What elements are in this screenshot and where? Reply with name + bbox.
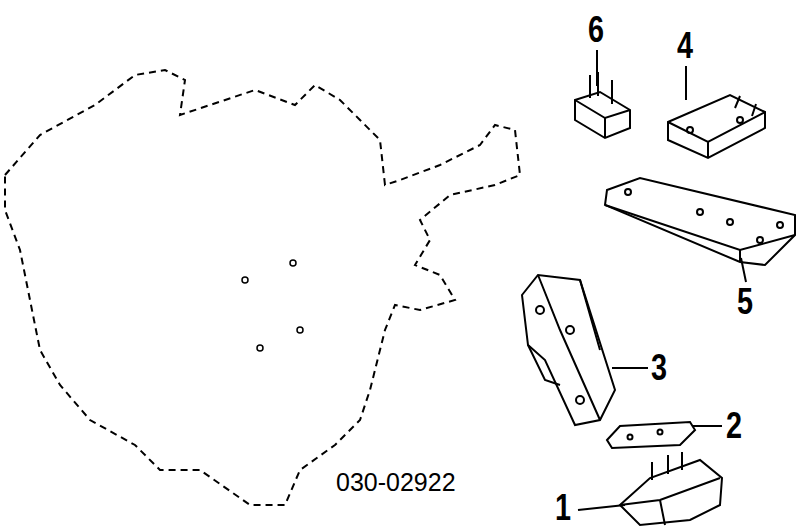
part-6-mount (575, 72, 630, 138)
part-2-plate (607, 422, 695, 448)
part-1-mount (620, 452, 722, 525)
part-4-mount (668, 95, 765, 158)
engine-outline (5, 70, 520, 505)
part-5-crossmember (605, 178, 795, 265)
part-3-bracket (522, 275, 615, 425)
callout-number: 1 (555, 490, 571, 526)
diagram-code: 030-02922 (336, 470, 456, 495)
callout-number: 2 (726, 408, 742, 444)
callout-number: 4 (677, 28, 693, 64)
callout-number: 6 (588, 12, 604, 48)
callout-number: 3 (651, 350, 667, 386)
engine-holes (242, 260, 303, 351)
callout-number: 5 (737, 284, 753, 320)
leader-lines (578, 50, 746, 510)
